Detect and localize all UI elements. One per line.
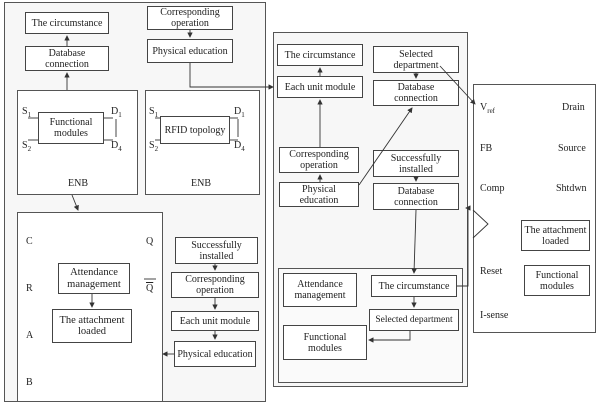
enb-right-d1-label: D1 bbox=[234, 106, 245, 119]
flipflop-block bbox=[17, 212, 163, 402]
enb-right-s1-label: S1 bbox=[149, 106, 159, 119]
mid-functional-modules-box: Functional modules bbox=[283, 325, 367, 360]
chip-source-label: Source bbox=[558, 143, 586, 154]
left-circumstance-box: The circumstance bbox=[25, 12, 109, 34]
mid-selected-department-top-box: Selected department bbox=[373, 46, 459, 73]
chip-vref-label: Vref bbox=[480, 102, 496, 115]
flipflop-qbar-label: Q bbox=[146, 283, 154, 294]
flipflop-q-label: Q bbox=[146, 236, 154, 247]
mid-circumstance-bottom-box: The circumstance bbox=[371, 275, 457, 297]
mid-physical-education-box: Physical education bbox=[279, 182, 359, 207]
chip-attachment-box: The attachment loaded bbox=[521, 220, 590, 251]
enb-left-functional-modules-box: Functional modules bbox=[38, 112, 104, 144]
enb-left-d1-label: D1 bbox=[111, 106, 122, 119]
flipflop-attachment-box: The attachment loaded bbox=[52, 309, 132, 343]
chip-shtdwn-label: Shtdwn bbox=[556, 183, 587, 194]
enb-left-s2-label: S2 bbox=[22, 140, 32, 153]
enb-left-caption: ENB bbox=[68, 178, 88, 189]
mid-unit-module-box: Each unit module bbox=[277, 76, 363, 98]
chip-drain-label: Drain bbox=[562, 102, 585, 113]
enb-right-s2-label: S2 bbox=[149, 140, 159, 153]
chip-isense-label: I-sense bbox=[480, 310, 509, 321]
chain-successfully-installed-box: Successfully installed bbox=[175, 237, 258, 264]
chip-reset-label: Reset bbox=[480, 266, 503, 277]
enb-right-rfid-topology-box: RFID topology bbox=[160, 116, 230, 144]
chip-functional-modules-box: Functional modules bbox=[524, 265, 590, 296]
enb-left-s1-label: S1 bbox=[22, 106, 32, 119]
mid-attendance-box: Attendance management bbox=[283, 273, 357, 307]
left-database-connection-box: Database connection bbox=[25, 46, 109, 71]
flipflop-a-label: A bbox=[26, 330, 34, 341]
chain-corresponding-operation-box: Corresponding operation bbox=[171, 272, 259, 298]
chip-fb-label: FB bbox=[480, 143, 493, 154]
flipflop-r-label: R bbox=[26, 283, 33, 294]
mid-successfully-installed-box: Successfully installed bbox=[373, 150, 459, 177]
enb-right-caption: ENB bbox=[191, 178, 211, 189]
enb-left-d4-label: D4 bbox=[111, 140, 122, 153]
flipflop-b-label: B bbox=[26, 377, 33, 388]
left-physical-education-box: Physical education bbox=[147, 39, 233, 63]
left-corresponding-operation-box: Corresponding operation bbox=[147, 6, 233, 30]
chip-comp-label: Comp bbox=[480, 183, 505, 194]
chain-physical-education-box: Physical education bbox=[174, 341, 256, 367]
mid-database-connection-top-box: Database connection bbox=[373, 80, 459, 106]
mid-database-connection-box: Database connection bbox=[373, 183, 459, 210]
mid-circumstance-top-box: The circumstance bbox=[277, 44, 363, 66]
mid-selected-department-bottom-box: Selected department bbox=[369, 309, 459, 331]
chain-unit-module-box: Each unit module bbox=[171, 311, 259, 331]
enb-right-d4-label: D4 bbox=[234, 140, 245, 153]
flipflop-c-label: C bbox=[26, 236, 33, 247]
flipflop-attendance-box: Attendance management bbox=[58, 263, 130, 294]
mid-corresponding-operation-box: Corresponding operation bbox=[279, 147, 359, 173]
